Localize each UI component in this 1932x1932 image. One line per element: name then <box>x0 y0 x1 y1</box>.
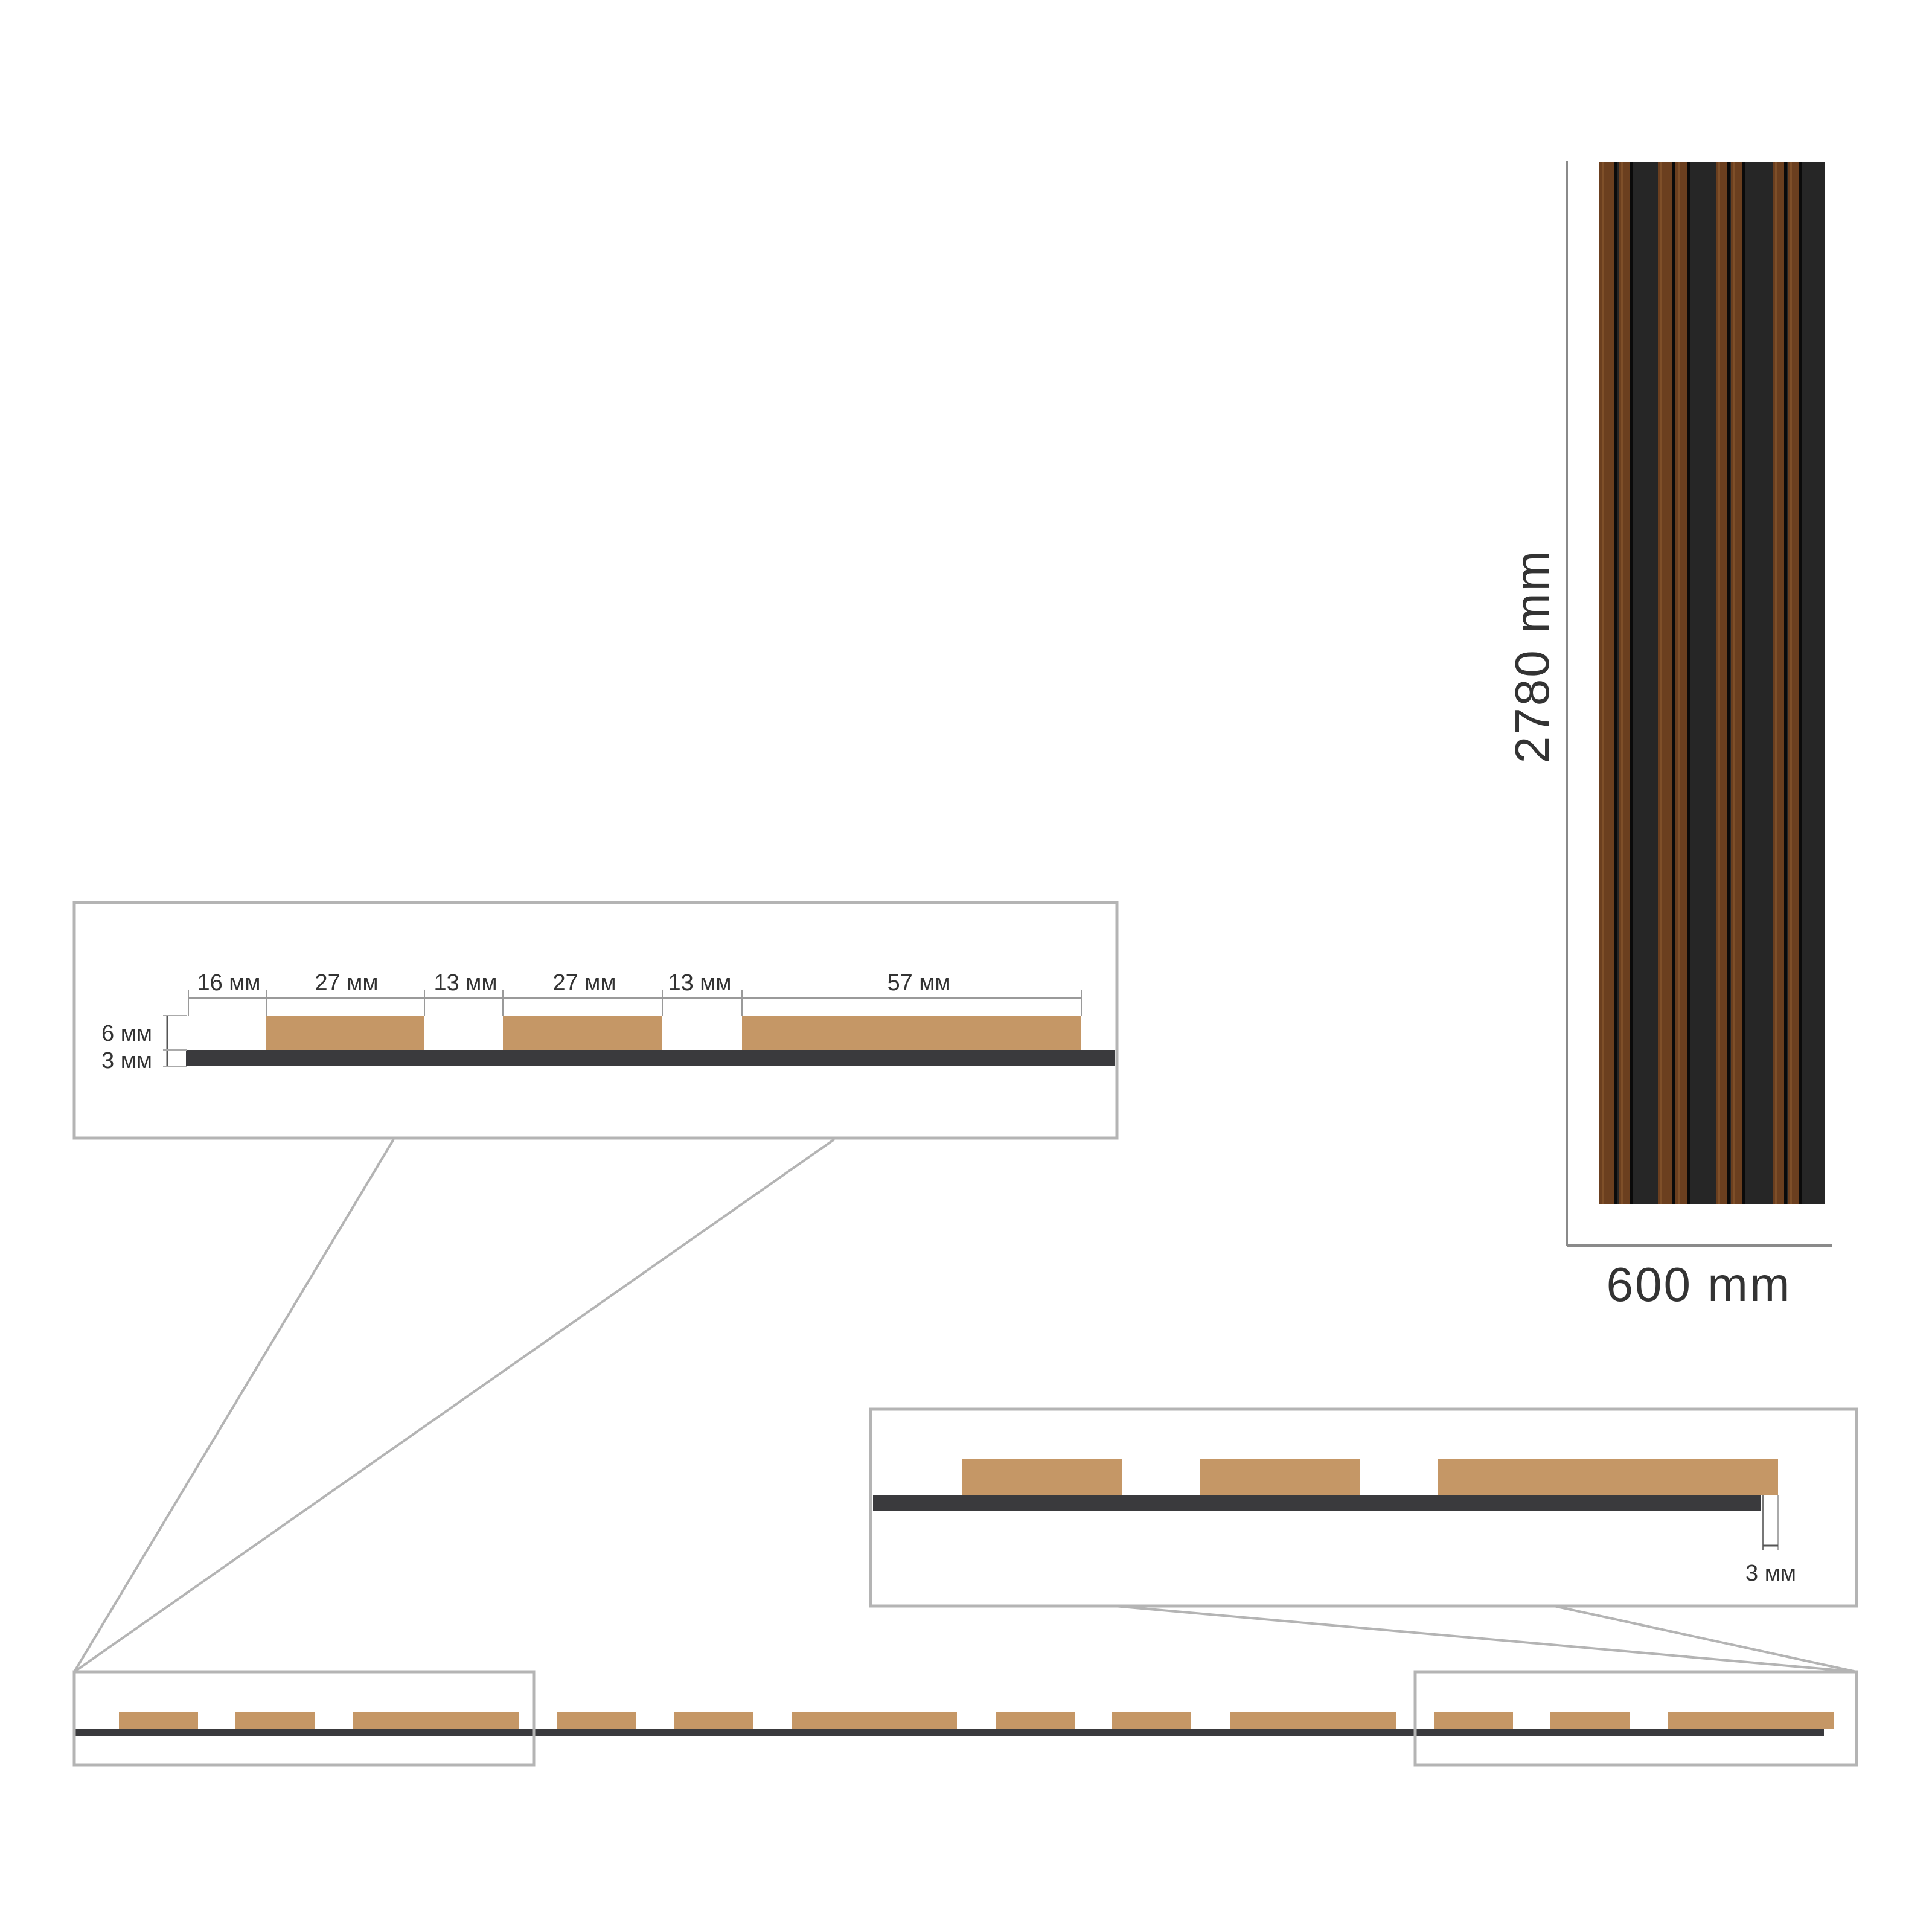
zoom-connectors <box>73 1138 1857 1673</box>
wood-slat <box>1773 162 1784 1204</box>
width-label: 16 мм <box>197 970 260 996</box>
slat-shadow <box>1799 162 1802 1204</box>
wood-slat <box>1675 162 1687 1204</box>
wood-slat <box>119 1712 198 1729</box>
base-layer <box>74 1729 1824 1736</box>
full-cross-section <box>72 1670 1858 1767</box>
connector-line <box>73 1138 836 1673</box>
wood-slat <box>1788 162 1799 1204</box>
wood-grain <box>1790 162 1792 1204</box>
wood-slat <box>1716 162 1727 1204</box>
base-height-label: 3 мм <box>101 1048 152 1073</box>
slat-shadow <box>1742 162 1745 1204</box>
panel-width-label: 600 mm <box>1607 1258 1792 1311</box>
wood-slat <box>557 1712 636 1729</box>
width-label: 27 мм <box>315 970 378 996</box>
panel-front-view <box>1599 162 1825 1204</box>
wood-grain <box>1621 162 1623 1204</box>
width-label: 57 мм <box>887 970 950 996</box>
panel-height-label: 2780 mm <box>1505 549 1559 763</box>
wood-slat <box>742 1016 1081 1050</box>
slat-shadow <box>1630 162 1633 1204</box>
wood-grain <box>1733 162 1735 1204</box>
wood-slat <box>1112 1712 1191 1729</box>
wood-slat <box>962 1459 1122 1495</box>
wood-slat <box>1599 162 1614 1204</box>
wood-slat <box>1658 162 1672 1204</box>
base-layer <box>186 1050 1115 1066</box>
wood-grain <box>1660 162 1662 1204</box>
detail-top-box: 16 мм 27 мм 13 мм 27 мм 13 мм 57 мм 6 мм 3 мм <box>72 901 1119 1140</box>
slat-shadow <box>1687 162 1690 1204</box>
width-label: 27 мм <box>552 970 616 996</box>
wood-slat <box>792 1712 957 1729</box>
wood-slat <box>1230 1712 1396 1729</box>
slat-shadow <box>1614 162 1617 1204</box>
width-label: 13 мм <box>668 970 731 996</box>
slat-shadow <box>1727 162 1730 1204</box>
wood-slat <box>1731 162 1742 1204</box>
wood-grain <box>1678 162 1680 1204</box>
wood-slat <box>1550 1712 1630 1729</box>
connector-line <box>1114 1605 1857 1673</box>
base-layer <box>873 1495 1761 1511</box>
wood-slat <box>1434 1712 1513 1729</box>
wood-slat <box>353 1712 519 1729</box>
wood-slat <box>1200 1459 1360 1495</box>
connector-line <box>1553 1605 1857 1673</box>
wood-slat <box>266 1016 424 1050</box>
slat-shadow <box>1784 162 1787 1204</box>
wood-slat <box>996 1712 1075 1729</box>
width-label: 13 мм <box>433 970 497 996</box>
slat-shadow <box>1672 162 1675 1204</box>
slat-height-label: 6 мм <box>101 1021 152 1046</box>
wood-slat <box>674 1712 753 1729</box>
wood-slat <box>503 1016 662 1050</box>
wood-grain <box>1775 162 1777 1204</box>
wood-grain <box>1602 162 1604 1204</box>
wood-slat <box>1668 1712 1834 1729</box>
offset-label: 3 мм <box>1745 1561 1796 1586</box>
wood-grain <box>1718 162 1720 1204</box>
zoom-region-right <box>1413 1670 1858 1767</box>
wood-slat <box>1438 1459 1778 1495</box>
wood-slat <box>1619 162 1630 1204</box>
zoom-region-left <box>72 1670 536 1767</box>
connector-line <box>73 1138 395 1673</box>
detail-right-box: 3 мм <box>869 1407 1858 1608</box>
wood-slat <box>235 1712 315 1729</box>
